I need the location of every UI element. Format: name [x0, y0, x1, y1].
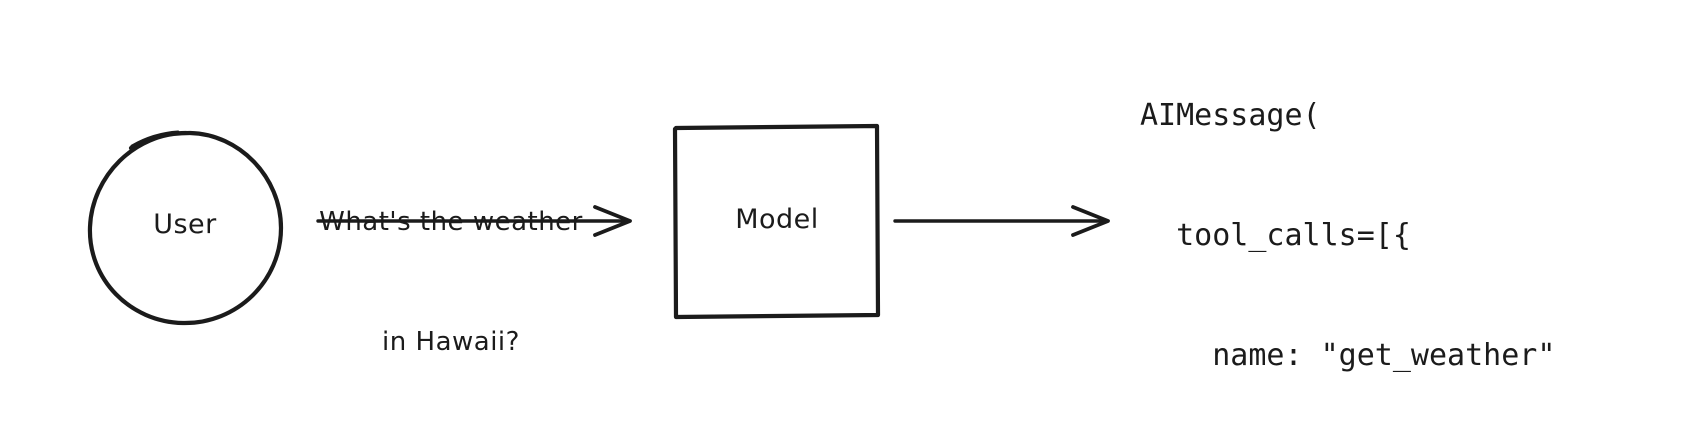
code-line: name: "get_weather": [1140, 338, 1556, 373]
edge-label-user-to-model: What's the weather in Hawaii?: [286, 122, 616, 432]
user-node-circle[interactable]: [87, 130, 284, 326]
model-node-label: Model: [735, 204, 819, 235]
code-line: tool_calls=[{: [1140, 218, 1411, 253]
edge-label-line-2: in Hawaii?: [382, 327, 520, 357]
user-node-label: User: [153, 209, 217, 240]
model-node-rect[interactable]: [672, 123, 881, 320]
arrow-model-to-output: [893, 205, 1110, 237]
code-line: AIMessage(: [1140, 98, 1321, 133]
arrow-user-to-model: [316, 205, 632, 237]
edge-label-line-1: What's the weather: [319, 207, 583, 237]
ai-message-code-block: AIMessage( tool_calls=[{ name: "get_weat…: [1140, 16, 1592, 432]
